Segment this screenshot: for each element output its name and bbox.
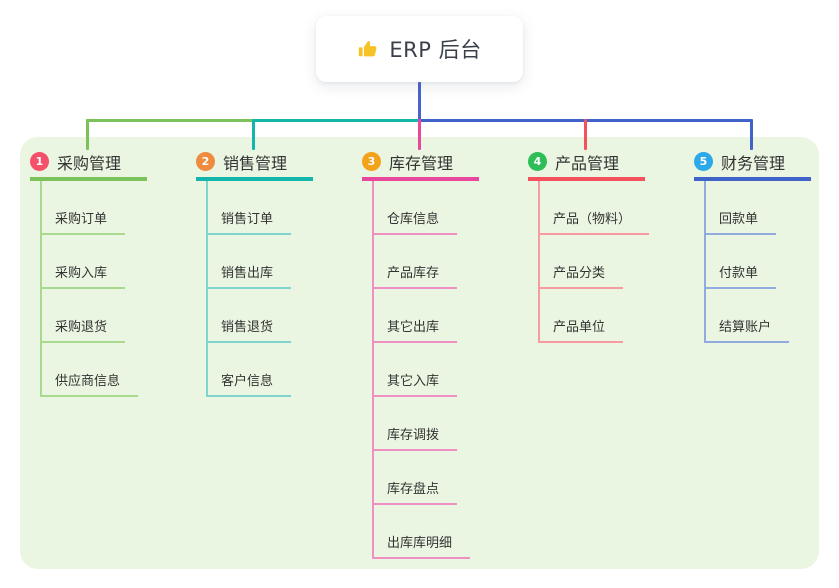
child-node-label: 其它出库 <box>374 316 458 343</box>
child-node[interactable]: 采购入库 <box>42 235 180 289</box>
child-node-label: 其它入库 <box>374 370 458 397</box>
child-node-label: 采购退货 <box>42 316 126 343</box>
child-node[interactable]: 产品库存 <box>374 235 512 289</box>
child-node[interactable]: 销售退货 <box>208 289 346 343</box>
branch-2: 2 销售管理 销售订单 销售出库 销售退货 客户信息 <box>196 146 346 397</box>
child-node-label: 销售出库 <box>208 262 292 289</box>
child-node[interactable]: 回款单 <box>706 181 839 235</box>
branch-children: 销售订单 销售出库 销售退货 客户信息 <box>206 181 346 397</box>
thumbs-up-icon <box>357 38 379 60</box>
child-node[interactable]: 结算账户 <box>706 289 839 343</box>
branch-label: 产品管理 <box>555 153 620 173</box>
branch-label: 销售管理 <box>223 153 288 173</box>
branch-children: 仓库信息 产品库存 其它出库 其它入库 库存调拨 库存盘点 出库库明细 <box>372 181 512 559</box>
child-node[interactable]: 其它出库 <box>374 289 512 343</box>
child-node-label: 产品库存 <box>374 262 458 289</box>
child-node-label: 付款单 <box>706 262 777 289</box>
branch-number-badge: 3 <box>362 152 381 171</box>
child-node[interactable]: 出库库明细 <box>374 505 512 559</box>
branch-drop-line <box>252 119 255 150</box>
branch-number-badge: 2 <box>196 152 215 171</box>
branch-3: 3 库存管理 仓库信息 产品库存 其它出库 其它入库 库存调拨 库存盘点 出库库… <box>362 146 512 559</box>
branch-label: 采购管理 <box>57 153 122 173</box>
branch-header[interactable]: 5 财务管理 <box>694 146 811 181</box>
child-node-label: 库存盘点 <box>374 478 458 505</box>
branch-children: 采购订单 采购入库 采购退货 供应商信息 <box>40 181 180 397</box>
branch-drop-line <box>750 119 753 150</box>
root-node[interactable]: ERP 后台 <box>316 16 523 82</box>
child-node-label: 回款单 <box>706 208 777 235</box>
branch-number-badge: 4 <box>528 152 547 171</box>
child-node[interactable]: 产品分类 <box>540 235 678 289</box>
branch-children: 回款单 付款单 结算账户 <box>704 181 839 343</box>
child-node-label: 采购订单 <box>42 208 126 235</box>
bus-segment <box>252 119 419 122</box>
child-node[interactable]: 供应商信息 <box>42 343 180 397</box>
branch-5: 5 财务管理 回款单 付款单 结算账户 <box>694 146 839 343</box>
child-node[interactable]: 库存盘点 <box>374 451 512 505</box>
child-node-label: 采购入库 <box>42 262 126 289</box>
child-node-label: 销售退货 <box>208 316 292 343</box>
branch-label: 库存管理 <box>389 153 454 173</box>
branch-header[interactable]: 3 库存管理 <box>362 146 479 181</box>
child-node-label: 产品单位 <box>540 316 624 343</box>
child-node-label: 库存调拨 <box>374 424 458 451</box>
child-node-label: 结算账户 <box>706 316 790 343</box>
root-connector-line <box>418 82 421 120</box>
child-node[interactable]: 销售订单 <box>208 181 346 235</box>
bus-segment <box>86 119 253 122</box>
root-label: ERP 后台 <box>389 38 482 62</box>
child-node[interactable]: 仓库信息 <box>374 181 512 235</box>
branch-1: 1 采购管理 采购订单 采购入库 采购退货 供应商信息 <box>30 146 180 397</box>
child-node-label: 销售订单 <box>208 208 292 235</box>
branch-label: 财务管理 <box>721 153 786 173</box>
branches-panel <box>20 137 819 569</box>
branch-number-badge: 1 <box>30 152 49 171</box>
branch-4: 4 产品管理 产品（物料） 产品分类 产品单位 <box>528 146 678 343</box>
branch-drop-line <box>86 119 89 150</box>
child-node-label: 出库库明细 <box>374 532 471 559</box>
child-node-label: 客户信息 <box>208 370 292 397</box>
child-node[interactable]: 采购订单 <box>42 181 180 235</box>
branch-number-badge: 5 <box>694 152 713 171</box>
branch-header[interactable]: 2 销售管理 <box>196 146 313 181</box>
child-node-label: 产品（物料） <box>540 208 650 235</box>
child-node-label: 产品分类 <box>540 262 624 289</box>
child-node[interactable]: 销售出库 <box>208 235 346 289</box>
child-node[interactable]: 产品（物料） <box>540 181 678 235</box>
branch-drop-line <box>418 119 421 150</box>
child-node[interactable]: 其它入库 <box>374 343 512 397</box>
branch-header[interactable]: 1 采购管理 <box>30 146 147 181</box>
child-node[interactable]: 付款单 <box>706 235 839 289</box>
branch-children: 产品（物料） 产品分类 产品单位 <box>538 181 678 343</box>
child-node-label: 供应商信息 <box>42 370 139 397</box>
child-node[interactable]: 采购退货 <box>42 289 180 343</box>
child-node-label: 仓库信息 <box>374 208 458 235</box>
branch-drop-line <box>584 119 587 150</box>
child-node[interactable]: 产品单位 <box>540 289 678 343</box>
child-node[interactable]: 库存调拨 <box>374 397 512 451</box>
child-node[interactable]: 客户信息 <box>208 343 346 397</box>
branch-header[interactable]: 4 产品管理 <box>528 146 645 181</box>
